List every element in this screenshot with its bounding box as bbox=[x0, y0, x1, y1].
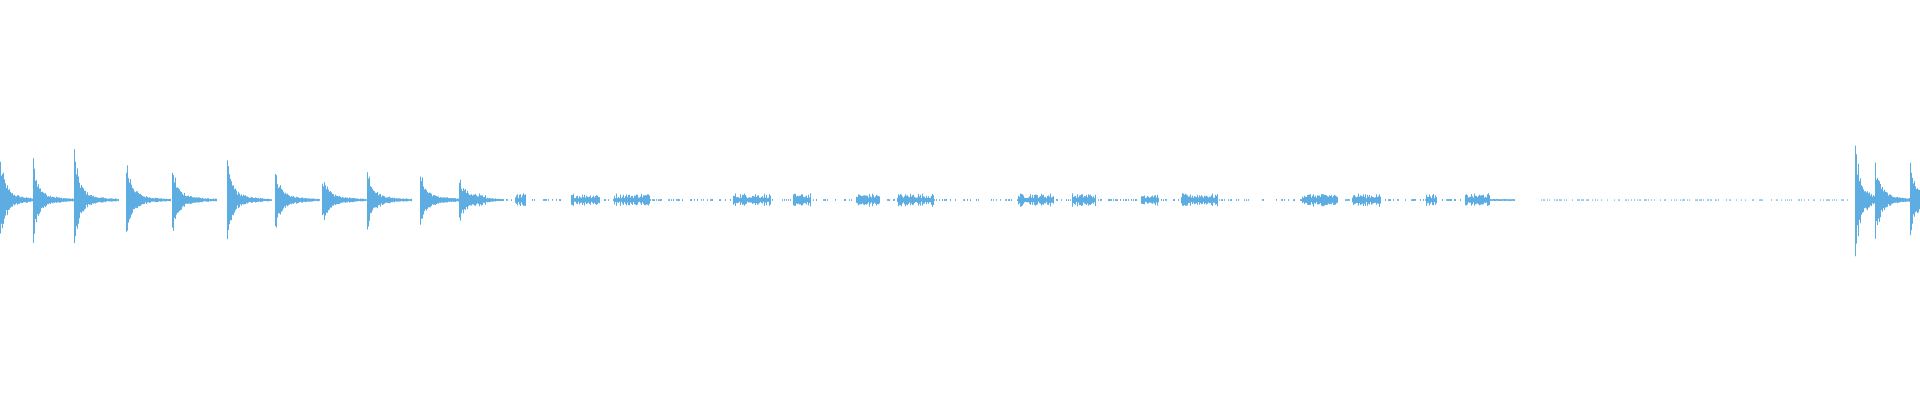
waveform-path bbox=[0, 145, 1920, 257]
